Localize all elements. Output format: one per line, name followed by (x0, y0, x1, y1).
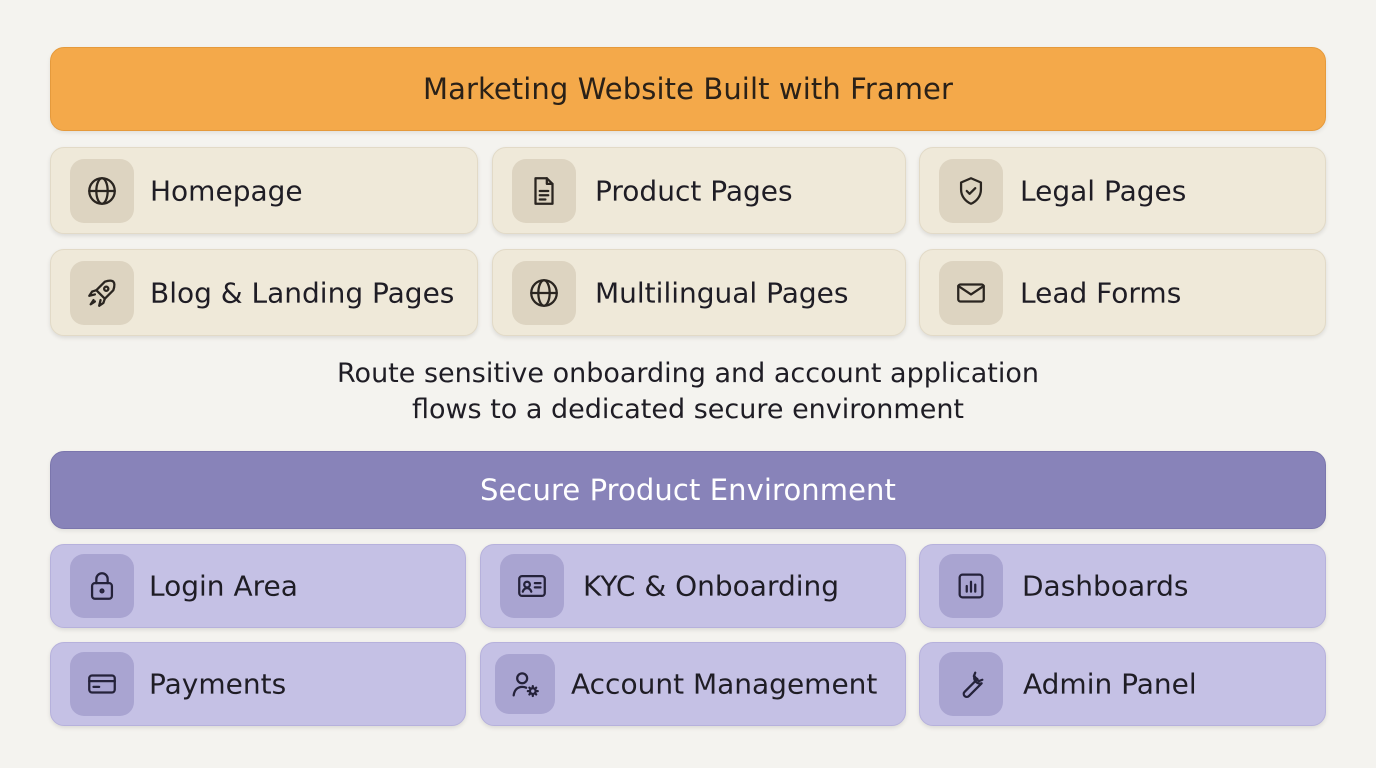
card-payments: Payments (50, 642, 466, 726)
rocket-icon (70, 260, 134, 325)
card-label: Legal Pages (1020, 174, 1187, 207)
card-lead-forms: Lead Forms (919, 249, 1326, 336)
card-label: Product Pages (595, 174, 793, 207)
caption-line-2: flows to a dedicated secure environment (411, 394, 965, 425)
id-card-icon (500, 554, 564, 618)
user-gear-icon (495, 654, 555, 714)
card-legal-pages: Legal Pages (919, 147, 1326, 234)
card-blog-landing-pages: Blog & Landing Pages (50, 249, 478, 336)
card-label: Account Management (571, 667, 878, 701)
card-homepage: Homepage (50, 147, 478, 234)
card-label: Payments (149, 667, 287, 701)
secure-environment-banner: Secure Product Environment (50, 451, 1326, 529)
marketing-website-banner: Marketing Website Built with Framer (50, 47, 1326, 131)
card-dashboards: Dashboards (919, 544, 1326, 628)
routing-caption: Route sensitive onboarding and account a… (0, 356, 1376, 428)
caption-line-1: Route sensitive onboarding and account a… (337, 358, 1039, 389)
card-label: KYC & Onboarding (583, 569, 840, 603)
wrench-icon (939, 652, 1003, 716)
credit-card-icon (70, 652, 134, 716)
card-label: Login Area (149, 569, 298, 603)
shield-check-icon (939, 158, 1003, 223)
lock-icon (70, 554, 134, 618)
card-login-area: Login Area (50, 544, 466, 628)
card-multilingual-pages: Multilingual Pages (492, 249, 906, 336)
card-kyc-onboarding: KYC & Onboarding (480, 544, 906, 628)
card-product-pages: Product Pages (492, 147, 906, 234)
mail-icon (939, 260, 1003, 325)
card-label: Homepage (150, 174, 303, 207)
card-label: Dashboards (1022, 569, 1189, 603)
globe-icon (70, 158, 134, 223)
secure-banner-title: Secure Product Environment (479, 473, 897, 507)
card-label: Blog & Landing Pages (150, 276, 455, 309)
card-admin-panel: Admin Panel (919, 642, 1326, 726)
card-label: Admin Panel (1023, 667, 1197, 701)
card-account-management: Account Management (480, 642, 906, 726)
bar-chart-icon (939, 554, 1003, 618)
globe-icon (512, 260, 576, 325)
marketing-banner-title: Marketing Website Built with Framer (422, 72, 954, 106)
card-label: Lead Forms (1020, 276, 1182, 309)
card-label: Multilingual Pages (595, 276, 849, 309)
document-icon (512, 158, 576, 223)
